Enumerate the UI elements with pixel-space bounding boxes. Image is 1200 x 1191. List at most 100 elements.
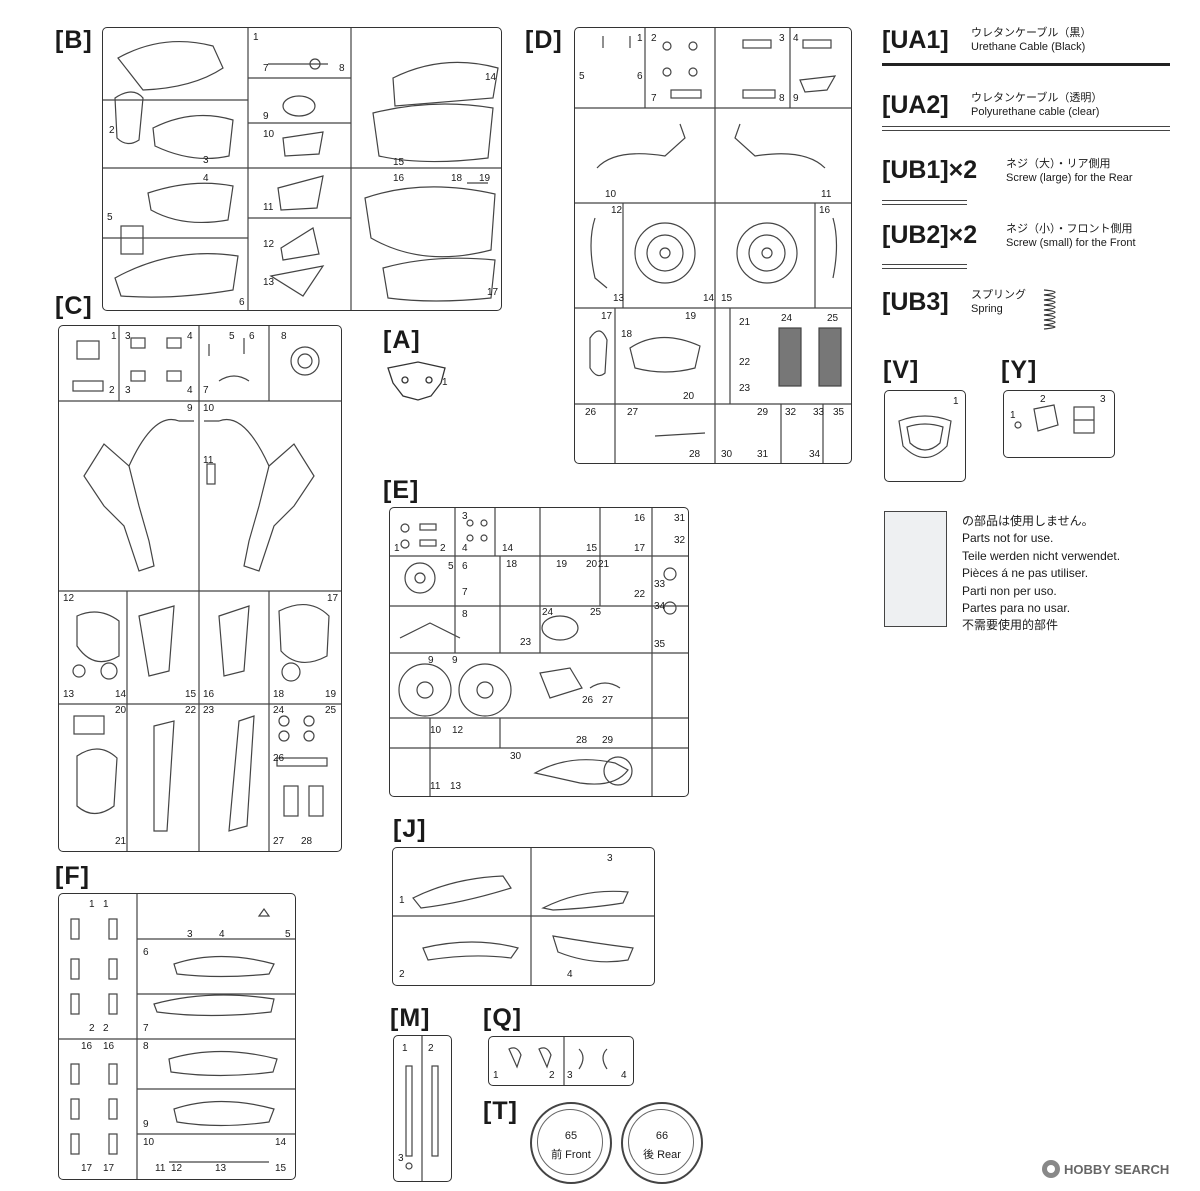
part-number: 15 bbox=[393, 157, 405, 168]
part-number: 25 bbox=[590, 607, 602, 618]
part-number: 10 bbox=[143, 1137, 155, 1148]
part-number: 9 bbox=[428, 655, 434, 666]
part-number: 16 bbox=[393, 173, 405, 184]
part-number: 35 bbox=[833, 407, 845, 418]
part-number: 8 bbox=[339, 63, 345, 74]
screw-large-line bbox=[882, 200, 967, 205]
part-number: 3 bbox=[125, 331, 131, 342]
part-number: 10 bbox=[605, 189, 617, 200]
part-number: 34 bbox=[654, 601, 666, 612]
part-number: 2 bbox=[428, 1043, 434, 1054]
part-number: 25 bbox=[325, 705, 337, 716]
part-number: 18 bbox=[451, 173, 463, 184]
part-number: 16 bbox=[203, 689, 215, 700]
part-number: 16 bbox=[819, 205, 831, 216]
part-number: 3 bbox=[125, 385, 131, 396]
part-number: 1 bbox=[953, 396, 959, 407]
part-number: 31 bbox=[674, 513, 686, 524]
part-number: 9 bbox=[793, 93, 799, 104]
watermark-text: HOBBY SEARCH bbox=[1064, 1162, 1170, 1177]
urethane-cable-black-line bbox=[882, 63, 1170, 66]
part-number: 9 bbox=[452, 655, 458, 666]
part-number: 17 bbox=[634, 543, 646, 554]
part-number: 24 bbox=[781, 313, 793, 324]
part-number: 4 bbox=[219, 929, 225, 940]
part-number: 13 bbox=[63, 689, 75, 700]
part-number: 12 bbox=[452, 725, 464, 736]
part-number: 27 bbox=[602, 695, 614, 706]
panel-label-b: [B] bbox=[55, 26, 93, 54]
part-number: 14 bbox=[485, 72, 497, 83]
part-number: 3 bbox=[1100, 394, 1106, 405]
part-code-ub1: [UB1]×2 bbox=[882, 156, 978, 184]
part-number: 10 bbox=[263, 129, 275, 140]
part-jp-ub3: スプリング bbox=[971, 289, 1026, 301]
part-number: 2 bbox=[549, 1070, 555, 1081]
sprue-m-drawing bbox=[405, 1036, 439, 1181]
sprue-panel-f: 1 1 2 2 3 4 5 6 7 8 9 10 11 12 13 14 15 … bbox=[58, 893, 296, 1180]
part-number: 13 bbox=[263, 277, 275, 288]
part-number: 1 bbox=[253, 32, 259, 43]
part-number: 3 bbox=[187, 929, 193, 940]
part-number: 13 bbox=[613, 293, 625, 304]
part-number: 19 bbox=[325, 689, 337, 700]
part-number: 17 bbox=[487, 287, 499, 298]
part-number: 6 bbox=[462, 561, 468, 572]
part-number: 3 bbox=[567, 1070, 573, 1081]
part-code-ua1: [UA1] bbox=[882, 26, 949, 54]
sprue-panel-q: 1 2 3 4 bbox=[488, 1036, 634, 1086]
part-number: 11 bbox=[155, 1163, 166, 1174]
part-number: 19 bbox=[685, 311, 697, 322]
panel-label-v: [V] bbox=[883, 356, 920, 384]
sprue-b-drawing bbox=[103, 28, 501, 310]
part-number: 7 bbox=[462, 587, 468, 598]
part-number: 6 bbox=[143, 947, 149, 958]
part-number: 11 bbox=[263, 202, 274, 213]
part-number: 16 bbox=[103, 1041, 115, 1052]
part-number: 3 bbox=[462, 511, 468, 522]
part-number: 14 bbox=[703, 293, 715, 304]
panel-label-e: [E] bbox=[383, 476, 420, 504]
part-number: 1 bbox=[493, 1070, 499, 1081]
part-number: 4 bbox=[567, 969, 573, 980]
part-code-ub3: [UB3] bbox=[882, 288, 949, 316]
not-for-use-line: の部品は使用しません。 bbox=[962, 514, 1094, 528]
part-number: 26 bbox=[273, 753, 285, 764]
part-number: 7 bbox=[143, 1023, 149, 1034]
part-number: 1 bbox=[111, 331, 117, 342]
part-jp-ub1: ネジ（大）・リア側用 bbox=[1006, 158, 1111, 170]
part-number: 14 bbox=[115, 689, 127, 700]
part-number: 18 bbox=[621, 329, 633, 340]
part-number: 7 bbox=[203, 385, 209, 396]
part-number: 3 bbox=[779, 33, 785, 44]
not-for-use-line: 不需要使用的部件 bbox=[962, 618, 1059, 633]
part-number: 23 bbox=[739, 383, 751, 394]
part-number: 14 bbox=[275, 1137, 287, 1148]
screw-small-line bbox=[882, 264, 967, 269]
part-number: 15 bbox=[185, 689, 197, 700]
part-number: 28 bbox=[301, 836, 313, 847]
part-number: 10 bbox=[430, 725, 442, 736]
part-jp-ua2: ウレタンケーブル（透明） bbox=[971, 92, 1103, 104]
sprue-e-drawing bbox=[390, 508, 688, 796]
part-jp-ub2: ネジ（小）・フロント側用 bbox=[1006, 223, 1133, 235]
part-number: 13 bbox=[450, 781, 462, 792]
sprue-panel-y: 1 2 3 bbox=[1003, 390, 1115, 458]
part-number: 4 bbox=[187, 331, 193, 342]
part-number: 8 bbox=[462, 609, 468, 620]
part-number: 16 bbox=[634, 513, 646, 524]
part-code-ua2: [UA2] bbox=[882, 91, 949, 119]
part-number: 17 bbox=[81, 1163, 93, 1174]
part-number: 6 bbox=[239, 297, 245, 308]
part-number: 24 bbox=[542, 607, 554, 618]
part-number: 2 bbox=[89, 1023, 95, 1034]
part-number: 4 bbox=[793, 33, 799, 44]
part-number: 20 bbox=[683, 391, 695, 402]
part-number: 21 bbox=[598, 559, 610, 570]
part-number: 19 bbox=[556, 559, 568, 570]
part-number: 30 bbox=[721, 449, 733, 460]
part-number: 2 bbox=[109, 125, 115, 136]
part-number: 1 bbox=[394, 543, 400, 554]
part-number: 12 bbox=[63, 593, 75, 604]
part-number: 28 bbox=[576, 735, 588, 746]
